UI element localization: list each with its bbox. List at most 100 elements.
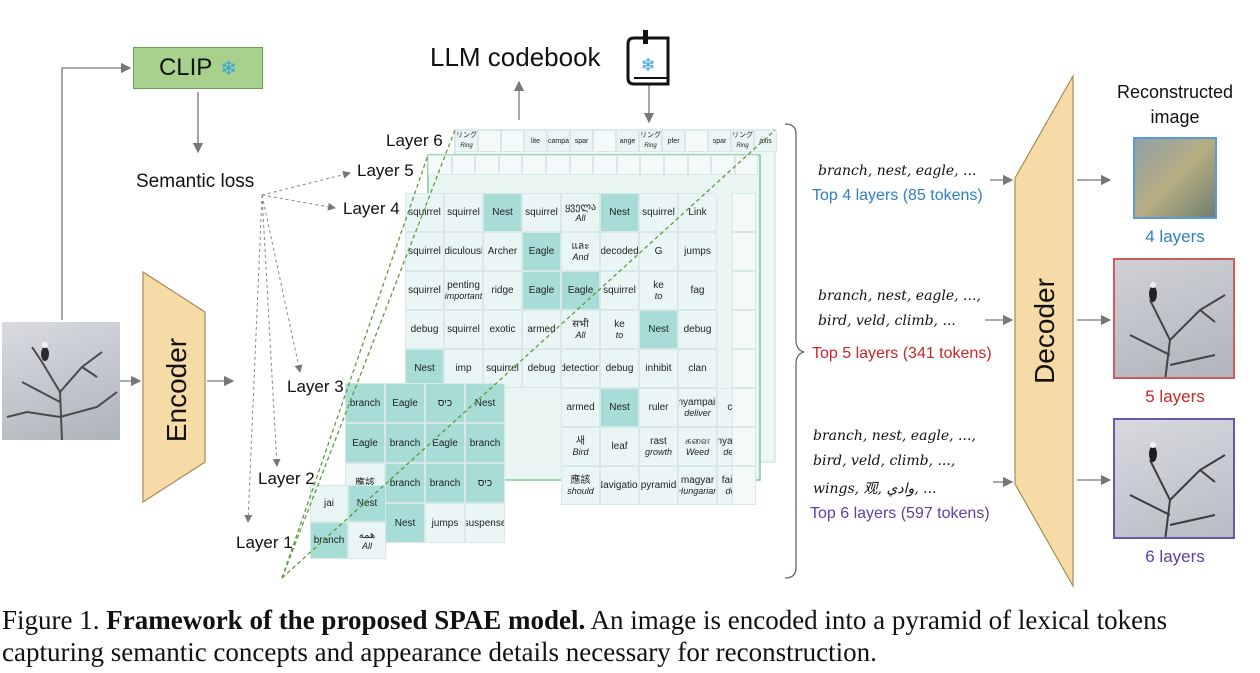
token-text: リング xyxy=(456,132,477,139)
token-cell: Nest xyxy=(600,193,639,232)
token-cell xyxy=(732,427,756,466)
token-text: Archer xyxy=(487,246,518,257)
encoder-block xyxy=(142,270,206,504)
tokens-6-line3: wings, 观, وادي, ... xyxy=(813,481,937,497)
token-cell: Link xyxy=(678,193,717,232)
token-cell: fag xyxy=(678,271,717,310)
svg-text:❄: ❄ xyxy=(640,55,655,76)
token-cell: armed xyxy=(561,388,600,427)
token-text: Nest xyxy=(394,517,416,529)
book-icon: ❄ xyxy=(626,30,670,86)
token-text: axis xyxy=(759,137,772,145)
layer5-label: Layer 5 xyxy=(357,161,414,180)
token-cell: axis xyxy=(754,130,777,152)
token-text: ყველა xyxy=(564,201,597,213)
snowflake-icon: ❄ xyxy=(220,56,238,80)
token-cell xyxy=(498,155,523,175)
token-cell: Archer xyxy=(483,232,522,271)
token-text: clan xyxy=(688,363,707,374)
token-cell: campa xyxy=(547,130,570,152)
token-text: همه xyxy=(358,529,376,541)
token-text: imp xyxy=(455,363,472,374)
token-text: களை xyxy=(685,435,710,447)
token-text: ridiculously xyxy=(444,246,482,257)
tokens-5-line2: bird, veld, climb, ... xyxy=(818,313,956,329)
token-cell xyxy=(732,193,756,232)
token-cell: debug xyxy=(678,310,717,349)
token-text: Eagle xyxy=(567,285,594,296)
token-text: squirrel xyxy=(408,285,441,296)
token-cell: debug xyxy=(600,349,639,388)
token-cell xyxy=(616,155,641,175)
token-translation: And xyxy=(572,251,589,262)
token-cell xyxy=(546,155,570,175)
token-cell: squirrel xyxy=(405,271,444,310)
token-cell xyxy=(732,232,756,271)
token-text: debug xyxy=(410,324,439,335)
token-text: armed xyxy=(566,402,595,413)
token-text: fag xyxy=(690,285,705,296)
token-text: ke xyxy=(614,318,625,330)
token-cell: spar xyxy=(570,130,593,152)
token-cell xyxy=(732,349,756,388)
semantic-loss-label: Semantic loss xyxy=(136,171,255,192)
token-text: pyramid xyxy=(640,480,677,491)
token-text: 應該 xyxy=(570,474,591,486)
token-cell: debug xyxy=(405,310,444,349)
token-text: และ xyxy=(571,240,590,252)
token-cell: decoded xyxy=(600,232,639,271)
token-text: lite xyxy=(531,137,540,145)
token-cell xyxy=(732,310,756,349)
token-cell: branch xyxy=(385,423,425,463)
token-text: Eagle xyxy=(528,246,555,257)
token-cell: leaf xyxy=(600,427,639,466)
token-cell: branch xyxy=(385,463,425,503)
token-cell: ruler xyxy=(639,388,678,427)
token-text: squirrel xyxy=(447,207,480,218)
token-text: ange xyxy=(619,137,636,145)
token-cell xyxy=(687,155,712,175)
token-cell: Nest xyxy=(600,388,639,427)
token-text: jai xyxy=(323,498,334,509)
caption-bold: Framework of the proposed SPAE model. xyxy=(106,605,586,635)
codebook-label: LLM codebook xyxy=(430,42,601,72)
token-cell: suspense xyxy=(465,503,505,543)
layer2-label: Layer 2 xyxy=(258,469,315,488)
token-cell: Eagle xyxy=(385,383,425,423)
token-cell xyxy=(451,155,476,175)
token-text: כיס xyxy=(477,477,493,489)
token-cell: Eagle xyxy=(522,232,561,271)
token-cell: inhibit xyxy=(639,349,678,388)
token-cell: lite xyxy=(524,130,547,152)
token-cell: Navigation xyxy=(600,466,639,505)
token-text: Nest xyxy=(609,207,630,218)
token-text: Nest xyxy=(609,402,630,413)
token-cell: squirrel xyxy=(444,310,483,349)
token-text: Eagle xyxy=(352,437,378,449)
tokens-6-line1: branch, nest, eagle, ..., xyxy=(813,428,976,444)
caption-prefix: Figure 1. xyxy=(2,605,100,635)
token-cell: सभीAll xyxy=(561,310,600,349)
token-translation: Ring xyxy=(736,143,749,149)
token-cell: spar xyxy=(708,130,731,152)
token-translation: All xyxy=(361,540,372,551)
token-text: magyar xyxy=(680,474,715,486)
decoder-label: Decoder xyxy=(1029,278,1060,384)
token-cell: Eagle xyxy=(345,423,385,463)
token-translation: to xyxy=(654,290,663,301)
layer3-label: Layer 3 xyxy=(287,377,344,396)
semantic-loss-arrows xyxy=(244,170,351,523)
token-text: squirrel xyxy=(408,207,441,218)
token-cell: jai xyxy=(310,485,348,522)
token-text: squirrel xyxy=(447,324,480,335)
token-cell xyxy=(664,155,688,175)
token-text: 새 xyxy=(575,435,586,447)
clip-box: CLIP ❄ xyxy=(133,47,263,89)
token-translation: Weed xyxy=(685,446,710,457)
token-cell: branch xyxy=(310,522,348,559)
